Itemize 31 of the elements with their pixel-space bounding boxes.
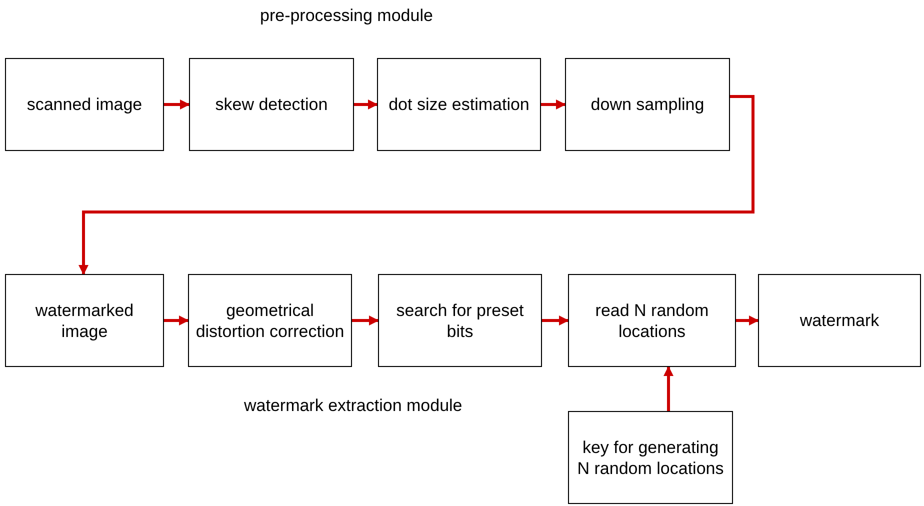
arrow (664, 366, 674, 411)
box-label: watermarked image (34, 300, 135, 342)
module-label: watermark extraction module (244, 396, 462, 416)
box-label: dot size estimation (388, 94, 530, 115)
box-label: down sampling (590, 94, 704, 115)
process-box (189, 58, 354, 151)
process-box (5, 58, 164, 151)
process-box (5, 274, 164, 367)
arrow (354, 100, 378, 110)
box-label: geometrical distortion correction (195, 300, 345, 342)
arrow (164, 100, 190, 110)
process-box (758, 274, 921, 367)
box-label: scanned image (26, 94, 142, 115)
arrow (352, 316, 379, 326)
box-label: skew detection (215, 94, 328, 115)
process-box (377, 58, 541, 151)
process-box (568, 274, 736, 367)
module-label: pre-processing module (260, 6, 433, 26)
process-box (568, 411, 733, 504)
arrow (736, 316, 759, 326)
process-box (565, 58, 730, 151)
process-box (378, 274, 542, 367)
box-label: read N random locations (594, 300, 710, 342)
process-box (188, 274, 352, 367)
arrow (78, 95, 754, 275)
arrow (164, 316, 189, 326)
box-label: watermark (800, 310, 880, 331)
arrow (541, 100, 566, 110)
box-label: search for preset bits (395, 300, 525, 342)
box-label: key for generating N random locations (576, 436, 725, 478)
arrow (542, 316, 569, 326)
